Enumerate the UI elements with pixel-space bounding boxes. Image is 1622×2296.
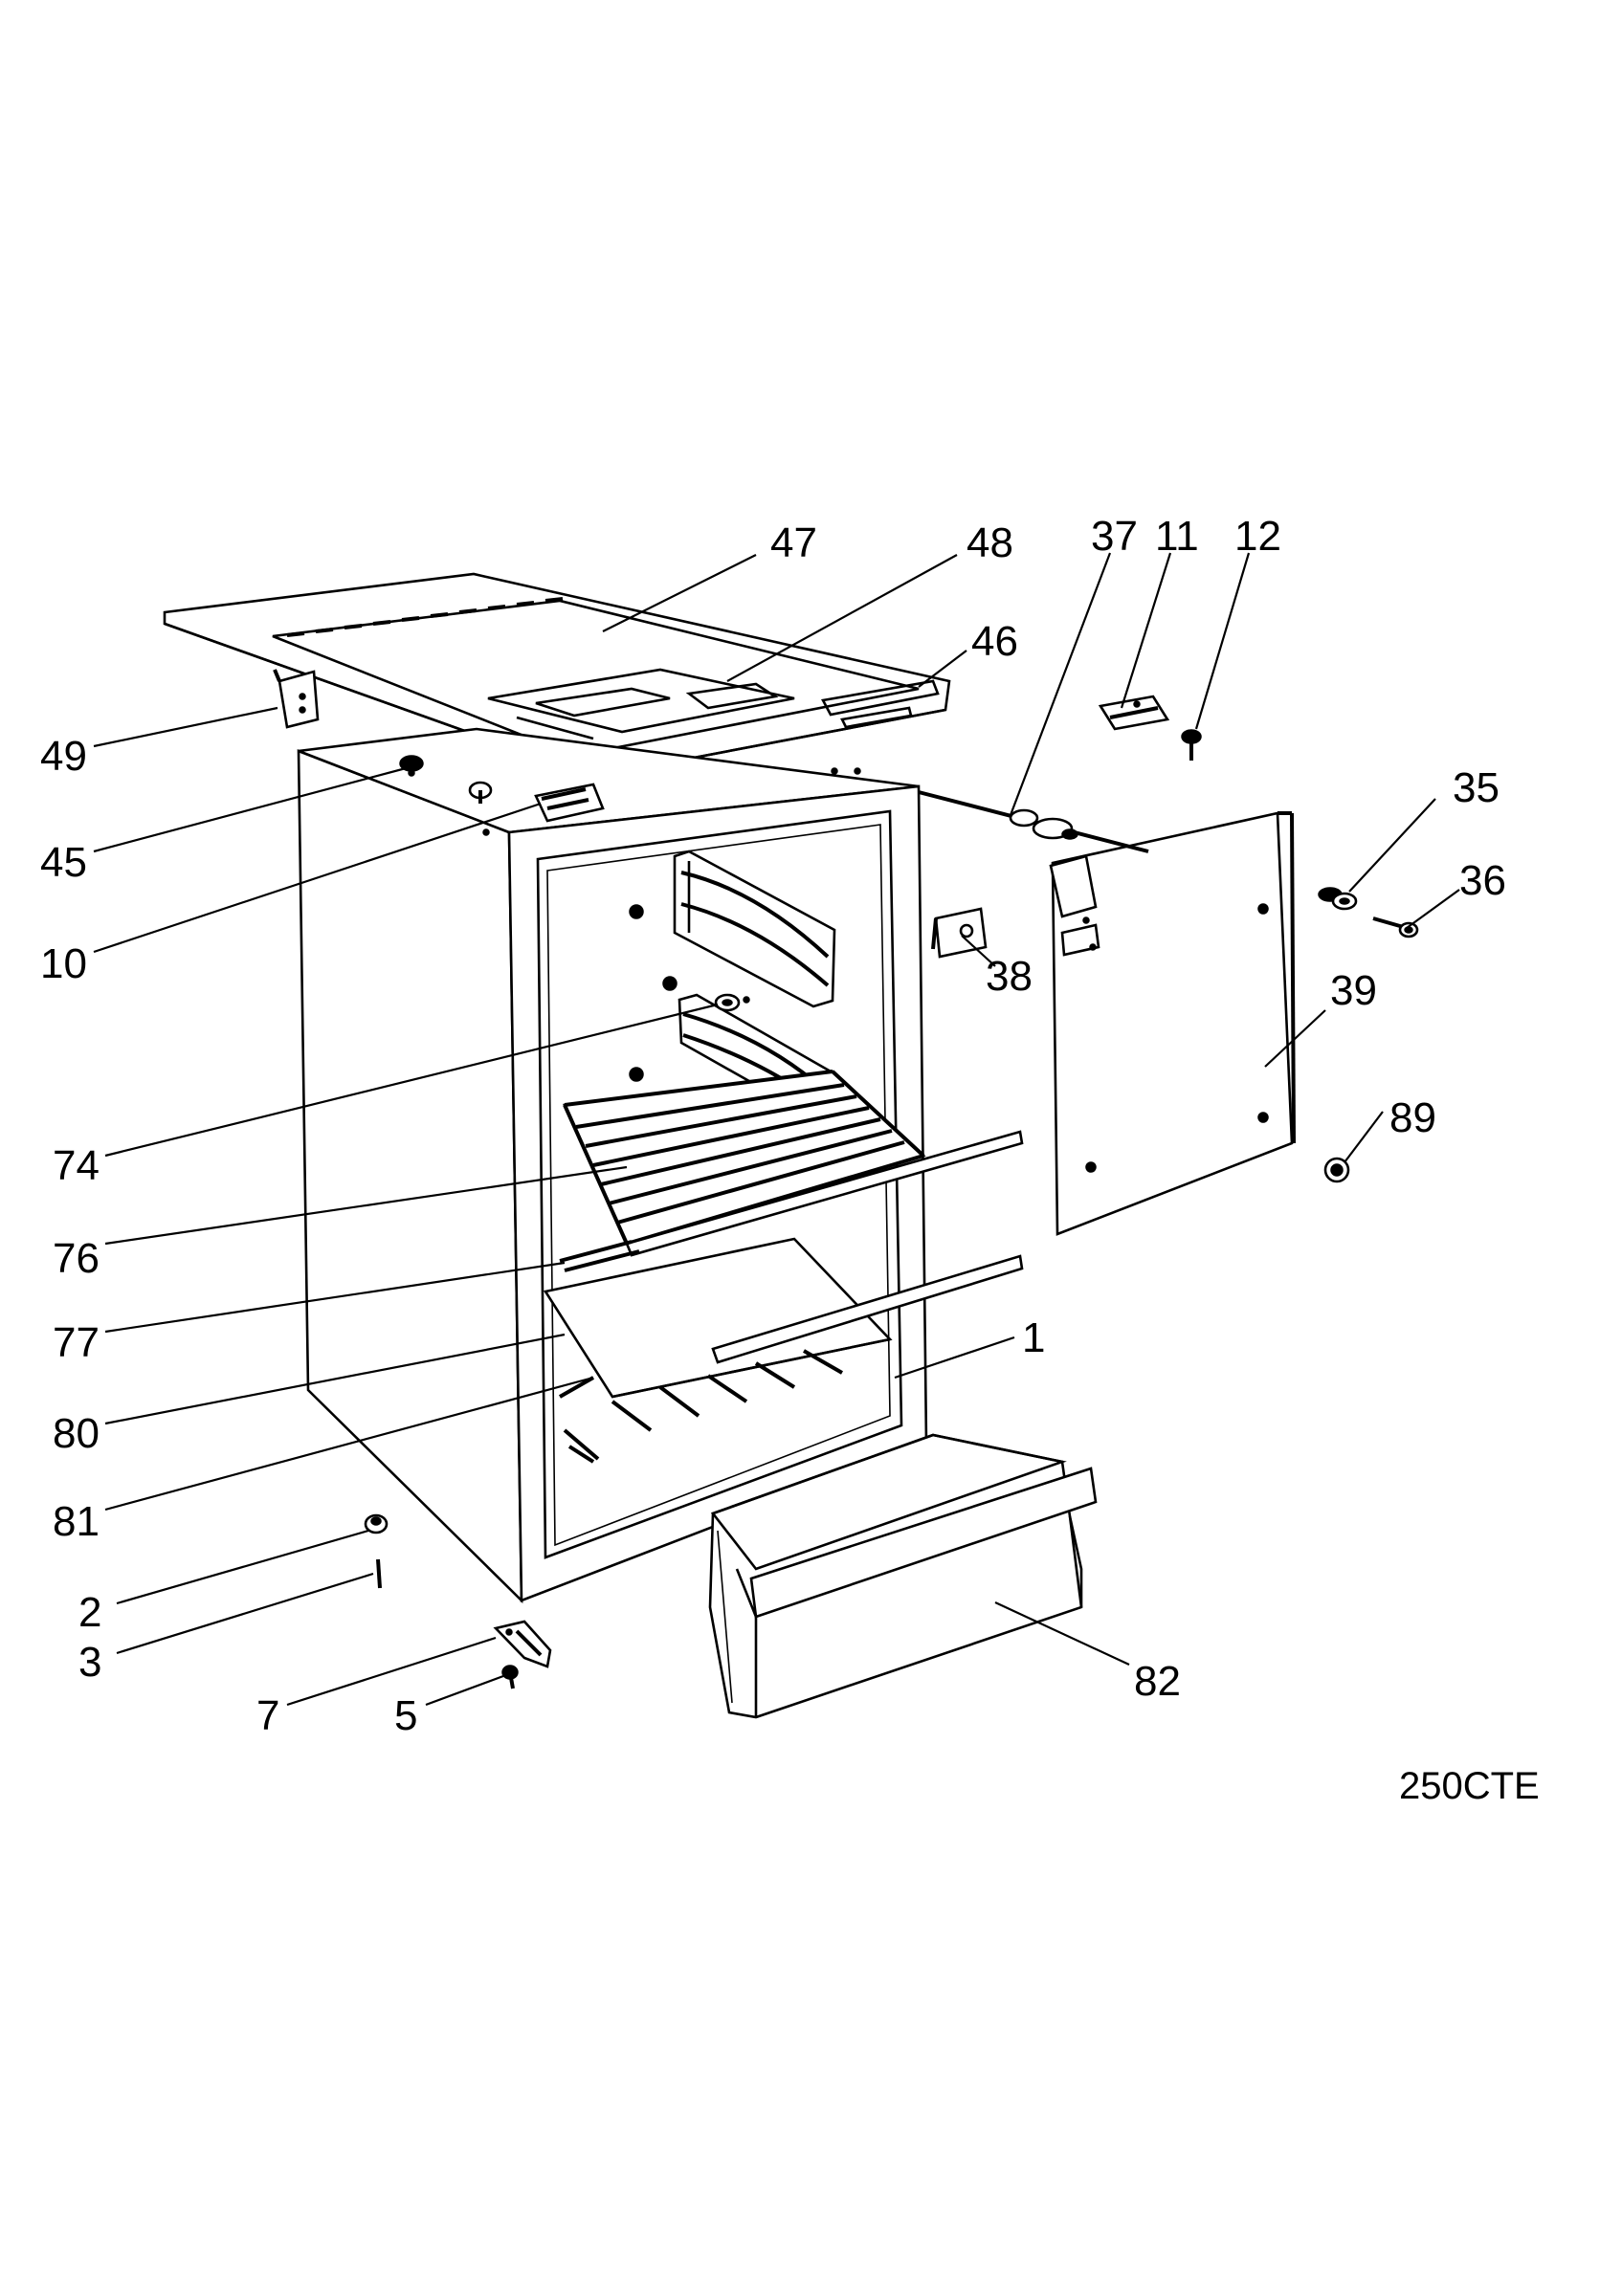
callout-38: 38 [986, 953, 1033, 1000]
callout-12: 12 [1234, 513, 1281, 560]
callout-48: 48 [967, 519, 1013, 566]
top-cover [163, 572, 951, 779]
part-36-screw [1372, 916, 1419, 938]
callout-89: 89 [1389, 1094, 1436, 1141]
callout-7: 7 [256, 1692, 279, 1739]
callout-82: 82 [1134, 1658, 1181, 1705]
callout-39: 39 [1330, 967, 1377, 1014]
part-35-handle-mount [1318, 887, 1358, 911]
part-76-wire-shelf [559, 1070, 1024, 1272]
callout-74: 74 [53, 1142, 100, 1189]
wire-shelf-bars [575, 1083, 905, 1225]
part-12-screw [1181, 729, 1202, 761]
callout-5: 5 [394, 1692, 417, 1739]
callout-80: 80 [53, 1410, 100, 1457]
callout-49: 49 [40, 733, 87, 780]
callout-76: 76 [53, 1235, 100, 1282]
part-89-cap [1323, 1157, 1350, 1183]
callout-3: 3 [78, 1639, 101, 1686]
leader-lines [93, 552, 1460, 1707]
part-3-pin [376, 1558, 382, 1589]
callout-37: 37 [1091, 513, 1138, 560]
part-82-crisper-drawer [708, 1433, 1098, 1719]
part-7-lower-hinge [493, 1620, 552, 1668]
part-81-crisper-cover-ribs [559, 1349, 843, 1464]
model-code: 250CTE [1399, 1765, 1540, 1807]
part-10-hinge [534, 783, 605, 823]
part-5-screw [501, 1665, 519, 1689]
callout-1: 1 [1022, 1314, 1045, 1361]
callout-2: 2 [78, 1589, 101, 1636]
callout-45: 45 [40, 839, 87, 886]
callout-11: 11 [1155, 513, 1199, 560]
callout-35: 35 [1453, 764, 1500, 811]
part-11-hinge [1098, 695, 1170, 731]
part-80-glass-shelf [543, 1237, 1024, 1399]
callout-labels: 47 48 37 11 12 46 49 35 45 36 10 38 39 8… [40, 513, 1506, 1739]
part-2-foot [364, 1513, 389, 1534]
part-49-bracket [273, 669, 320, 729]
part-37-rod [918, 790, 1149, 853]
callout-81: 81 [53, 1498, 100, 1545]
callout-36: 36 [1459, 857, 1506, 904]
part-39-door [1049, 811, 1296, 1236]
callout-47: 47 [770, 519, 817, 566]
callout-77: 77 [53, 1319, 100, 1366]
callout-46: 46 [971, 618, 1018, 665]
callout-10: 10 [40, 940, 87, 987]
cover-vent-slots [286, 597, 564, 637]
